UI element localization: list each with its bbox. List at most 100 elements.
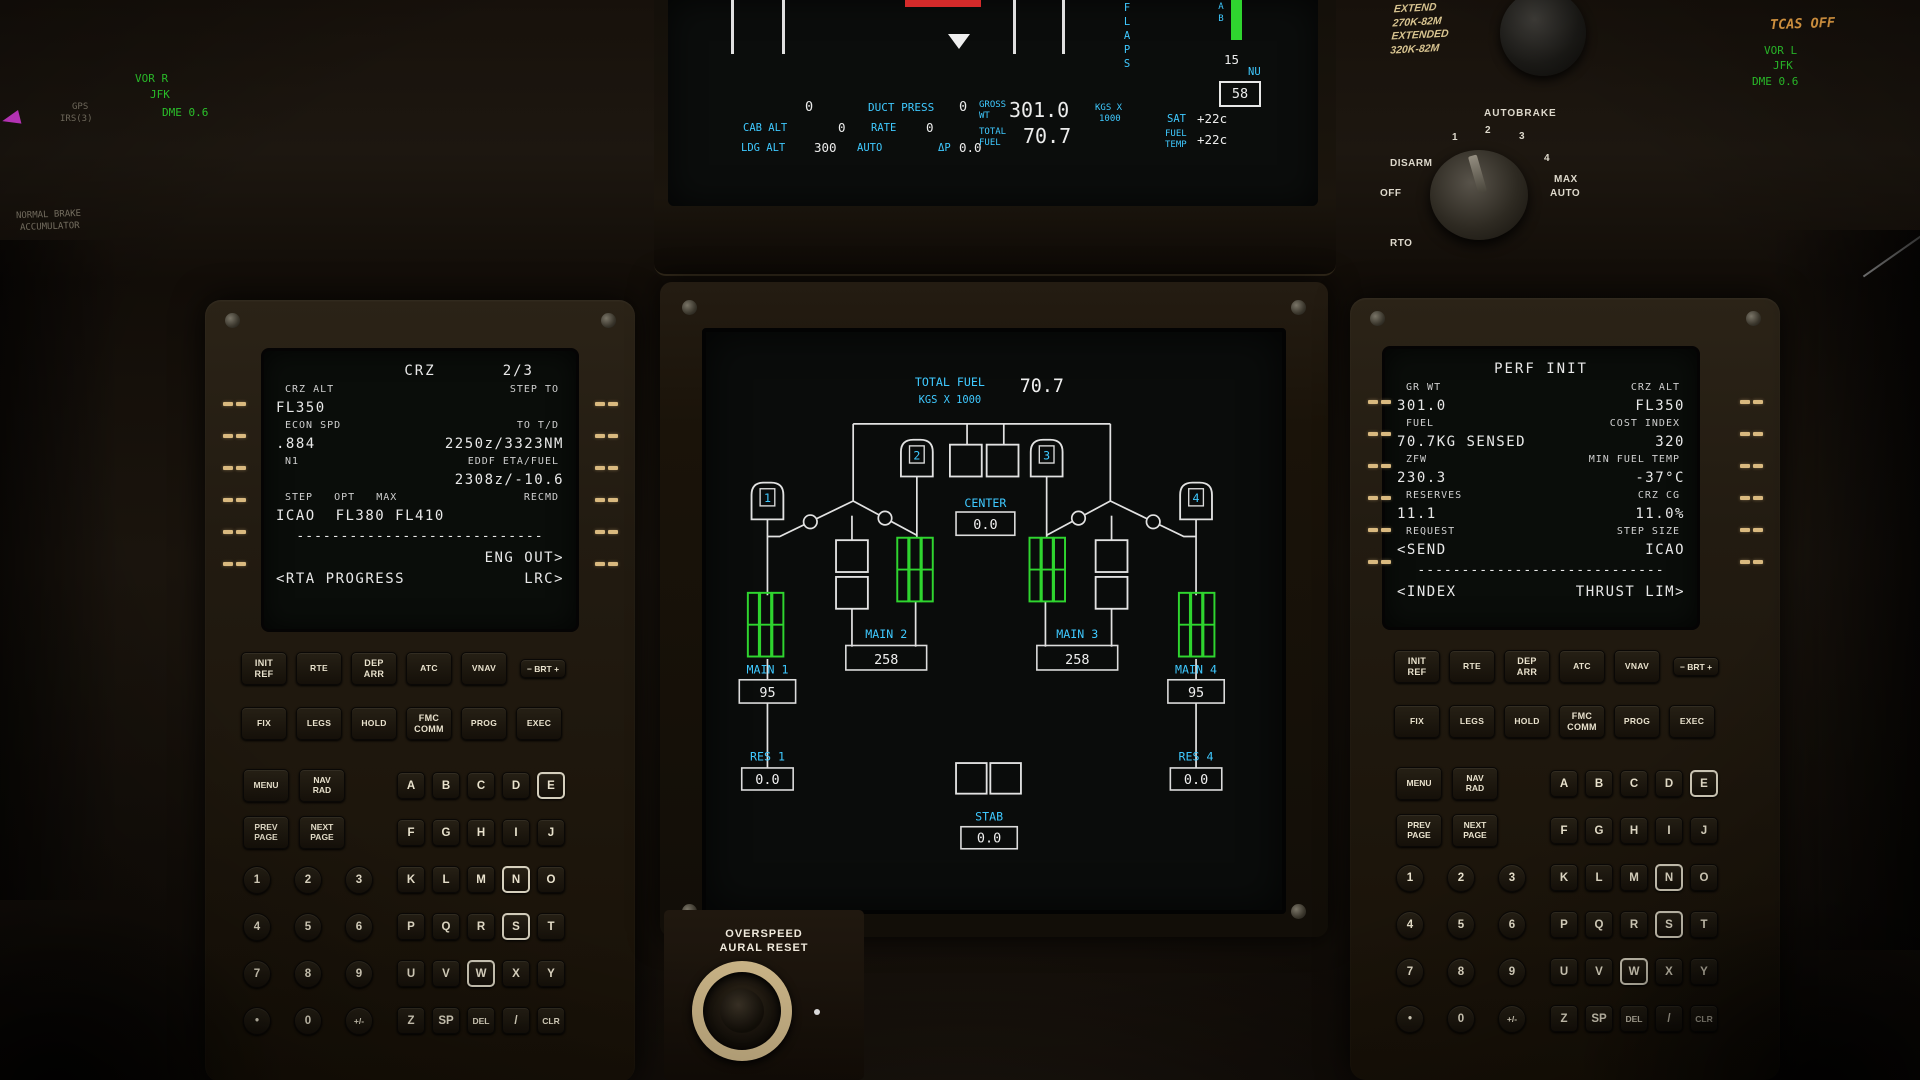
lsk-right-r-4[interactable] xyxy=(1735,490,1767,505)
key-k-2[interactable]: 2 xyxy=(294,865,322,894)
key-k-4[interactable]: 4 xyxy=(1396,910,1424,939)
key-k-9[interactable]: 9 xyxy=(345,959,373,988)
key-k-5[interactable]: 5 xyxy=(1447,910,1475,939)
key-k-a[interactable]: A xyxy=(1550,770,1578,797)
key-k-fix[interactable]: FIX xyxy=(241,707,287,740)
key-k-sp[interactable]: SP xyxy=(432,1007,460,1034)
key-k-next-page[interactable]: NEXT PAGE xyxy=(299,816,345,849)
key-k-exec[interactable]: EXEC xyxy=(1669,705,1715,738)
key-k-6[interactable]: 6 xyxy=(1498,910,1526,939)
key-k-b[interactable]: B xyxy=(432,772,460,799)
lsk-left-l-2[interactable] xyxy=(218,428,250,443)
key-k-next-page[interactable]: NEXT PAGE xyxy=(1452,814,1498,847)
key-k-n[interactable]: N xyxy=(502,866,530,893)
key-k-y[interactable]: Y xyxy=(537,960,565,987)
key-k-o[interactable]: O xyxy=(1690,864,1718,891)
lsk-right-r-2[interactable] xyxy=(1735,426,1767,441)
display-select-knob[interactable] xyxy=(1500,0,1586,76)
key-k-dep-arr[interactable]: DEP ARR xyxy=(1504,650,1550,683)
lsk-left-r-2[interactable] xyxy=(590,428,622,443)
key-k-c[interactable]: C xyxy=(1620,770,1648,797)
autobrake-knob[interactable] xyxy=(1430,150,1528,240)
lsk-right-l-4[interactable] xyxy=(1363,490,1395,505)
lsk-left-r-1[interactable] xyxy=(590,396,622,411)
key-k-atc[interactable]: ATC xyxy=(1559,650,1605,683)
lsk-left-l-6[interactable] xyxy=(218,556,250,571)
lsk-right-l-5[interactable] xyxy=(1363,522,1395,537)
key-k-exec[interactable]: EXEC xyxy=(516,707,562,740)
key-k-0[interactable]: 0 xyxy=(294,1006,322,1035)
key-k-f[interactable]: F xyxy=(397,819,425,846)
lsk-right-l-3[interactable] xyxy=(1363,458,1395,473)
key-k-i[interactable]: I xyxy=(502,819,530,846)
key-k-fix[interactable]: FIX xyxy=(1394,705,1440,738)
key-k-3[interactable]: 3 xyxy=(345,865,373,894)
key-k-m[interactable]: M xyxy=(467,866,495,893)
key-k-j[interactable]: J xyxy=(1690,817,1718,844)
key-k-w[interactable]: W xyxy=(467,960,495,987)
key-k-e[interactable]: E xyxy=(537,772,565,799)
key-k-b[interactable]: B xyxy=(1585,770,1613,797)
key-k-0[interactable]: 0 xyxy=(1447,1004,1475,1033)
key-k-rte[interactable]: RTE xyxy=(296,652,342,685)
key-plus-minus[interactable]: +/- xyxy=(1498,1004,1526,1033)
lsk-right-l-1[interactable] xyxy=(1363,394,1395,409)
key-k-g[interactable]: G xyxy=(432,819,460,846)
lsk-left-l-5[interactable] xyxy=(218,524,250,539)
key-brt[interactable]: − BRT + xyxy=(1673,657,1719,676)
key-k-atc[interactable]: ATC xyxy=(406,652,452,685)
key-k-nav-rad[interactable]: NAV RAD xyxy=(299,769,345,802)
key-k-o[interactable]: O xyxy=(537,866,565,893)
lsk-right-r-3[interactable] xyxy=(1735,458,1767,473)
key-k-prev-page[interactable]: PREV PAGE xyxy=(243,816,289,849)
key-k-g[interactable]: G xyxy=(1585,817,1613,844)
lsk-right-l-2[interactable] xyxy=(1363,426,1395,441)
overspeed-aural-reset-button[interactable] xyxy=(692,961,792,1061)
key-k-hold[interactable]: HOLD xyxy=(351,707,397,740)
key-k-d[interactable]: D xyxy=(1655,770,1683,797)
key-k-v[interactable]: V xyxy=(432,960,460,987)
key-k-fmc-comm[interactable]: FMC COMM xyxy=(406,707,452,740)
key-k-init-ref[interactable]: INIT REF xyxy=(1394,650,1440,683)
key-k-9[interactable]: 9 xyxy=(1498,957,1526,986)
key-k-k[interactable]: K xyxy=(397,866,425,893)
key-slash[interactable]: / xyxy=(502,1007,530,1034)
key-k-prog[interactable]: PROG xyxy=(1614,705,1660,738)
key-k-m[interactable]: M xyxy=(1620,864,1648,891)
key-k-n[interactable]: N xyxy=(1655,864,1683,891)
key-k-c[interactable]: C xyxy=(467,772,495,799)
lsk-left-l-3[interactable] xyxy=(218,460,250,475)
key-k-5[interactable]: 5 xyxy=(294,912,322,941)
key-k-h[interactable]: H xyxy=(1620,817,1648,844)
key-k-dep-arr[interactable]: DEP ARR xyxy=(351,652,397,685)
key-k-menu[interactable]: MENU xyxy=(1396,767,1442,800)
key-k-j[interactable]: J xyxy=(537,819,565,846)
key-k-l[interactable]: L xyxy=(1585,864,1613,891)
key-k-fmc-comm[interactable]: FMC COMM xyxy=(1559,705,1605,738)
lsk-left-r-3[interactable] xyxy=(590,460,622,475)
lsk-right-r-5[interactable] xyxy=(1735,522,1767,537)
key-k-legs[interactable]: LEGS xyxy=(1449,705,1495,738)
key-k-legs[interactable]: LEGS xyxy=(296,707,342,740)
key-k-menu[interactable]: MENU xyxy=(243,769,289,802)
key-k-h[interactable]: H xyxy=(467,819,495,846)
key-k-init-ref[interactable]: INIT REF xyxy=(241,652,287,685)
key-k-r[interactable]: R xyxy=(467,913,495,940)
key-k-a[interactable]: A xyxy=(397,772,425,799)
key-k-prev-page[interactable]: PREV PAGE xyxy=(1396,814,1442,847)
key-k-hold[interactable]: HOLD xyxy=(1504,705,1550,738)
key-k-z[interactable]: Z xyxy=(397,1007,425,1034)
lsk-right-l-6[interactable] xyxy=(1363,554,1395,569)
key-k-x[interactable]: X xyxy=(502,960,530,987)
key-k-l[interactable]: L xyxy=(432,866,460,893)
key-k-s[interactable]: S xyxy=(502,913,530,940)
key-k-e[interactable]: E xyxy=(1690,770,1718,797)
key-k-k[interactable]: K xyxy=(1550,864,1578,891)
key-k-8[interactable]: 8 xyxy=(294,959,322,988)
key-k-q[interactable]: Q xyxy=(432,913,460,940)
key-k-7[interactable]: 7 xyxy=(1396,957,1424,986)
key-k-i[interactable]: I xyxy=(1655,817,1683,844)
key-k-t[interactable]: T xyxy=(537,913,565,940)
key-k-1[interactable]: 1 xyxy=(1396,863,1424,892)
lsk-left-l-4[interactable] xyxy=(218,492,250,507)
